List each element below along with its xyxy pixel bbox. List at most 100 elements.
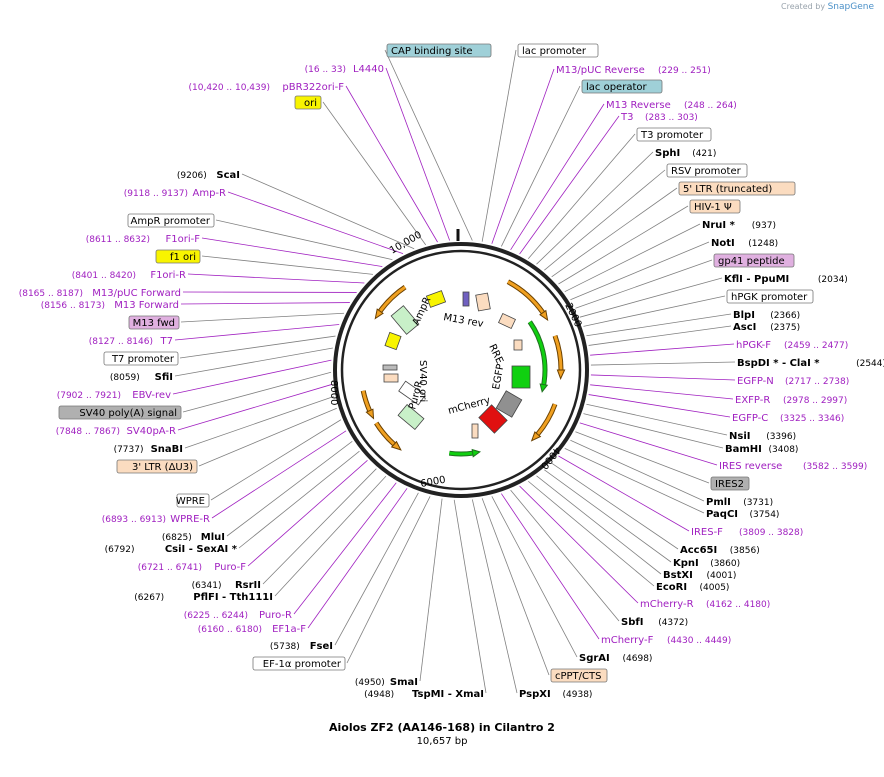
label-text: BlpI: [733, 310, 755, 321]
cppt-block: [471, 423, 479, 439]
label-coord: (229 .. 251): [658, 66, 711, 76]
left-label-6-f1ori-f: F1ori-F(8611 .. 8632): [86, 234, 201, 245]
label-coord: (6893 .. 6913): [102, 515, 166, 525]
left-label-leader-5: [215, 219, 393, 260]
left-label-leader-12: [174, 324, 340, 341]
left-label-leader-2: [322, 101, 427, 246]
snapgene-credit: Created by SnapGene: [781, 2, 874, 12]
right-label-7-sphi: SphI (421): [655, 148, 716, 159]
left-label-leader-31: [419, 498, 443, 682]
label-box: [116, 459, 198, 474]
right-label-leader-13: [575, 259, 713, 309]
label-text: KflI - PpuMI: [724, 274, 789, 285]
label-coord: (4372): [658, 618, 688, 628]
label-text: EF-1α promoter: [263, 659, 342, 670]
label-coord: (9206): [177, 171, 207, 181]
orange-arrow-5-head: [365, 408, 375, 420]
right-label-36-mcherry-f: mCherry-F(4430 .. 4449): [601, 635, 731, 646]
label-text: EGFP-N: [737, 376, 774, 387]
label-box: [176, 493, 210, 508]
label-text: hPGK-F: [736, 340, 771, 351]
right-label-16-blpi: BlpI(2366): [733, 310, 800, 321]
label-coord: (2459 .. 2477): [784, 341, 848, 351]
label-box: [713, 253, 795, 268]
label-coord: (8127 .. 8146): [89, 337, 153, 347]
label-text: MluI: [201, 532, 225, 543]
left-label-22-mlui: MluI (6825): [162, 532, 225, 543]
label-text: BspDI * - ClaI *: [737, 358, 820, 369]
label-box: [103, 351, 179, 366]
orange-arrow-4: [374, 421, 402, 451]
left-label-leader-8: [187, 273, 365, 284]
label-text: T7 promoter: [111, 354, 175, 365]
label-coord: (4698): [623, 654, 653, 664]
label-text: KpnI: [673, 558, 699, 569]
left-label-leader-21: [211, 430, 347, 519]
label-text: BamHI: [725, 444, 762, 455]
label-text: M13/pUC Reverse: [556, 65, 645, 76]
ori-arrow: [425, 290, 447, 308]
label-box: [58, 405, 182, 420]
right-label-13-gp41-peptide: gp41 peptide: [713, 253, 795, 268]
label-coord: (3396): [766, 432, 796, 442]
label-text: Puro-F: [214, 562, 246, 573]
label-text: SmaI: [390, 677, 418, 688]
rre-block: [498, 312, 516, 330]
left-label-leader-20: [210, 419, 342, 501]
right-label-22-egfp-c: EGFP-C(3325 .. 3346): [732, 413, 844, 424]
left-label-31-smai: SmaI (4950): [355, 677, 418, 688]
label-coord: (421): [692, 149, 716, 159]
feature-arrows: [360, 279, 566, 458]
label-text: SV40pA-R: [127, 426, 176, 437]
right-label-leader-23: [586, 403, 728, 436]
left-label-9-m13-puc-forward: M13/pUC Forward(8165 .. 8187): [19, 288, 181, 299]
left-label-leader-28: [307, 488, 408, 629]
egfp-arrow: [511, 365, 531, 389]
left-label-16-sv40-poly-a-signal: SV40 poly(A) signal: [58, 405, 182, 420]
right-label-34-mcherry-r: mCherry-R(4162 .. 4180): [640, 599, 770, 610]
label-coord: (4950): [355, 678, 385, 688]
label-text: 3' LTR (ΔU3): [132, 462, 193, 473]
label-text: EcoRI: [656, 582, 687, 593]
label-coord: (7848 .. 7867): [56, 427, 120, 437]
right-label-19-bspdi-clai: BspDI * - ClaI *(2544): [737, 358, 884, 369]
label-text: lac promoter: [522, 46, 587, 57]
m13rev-lines: [462, 291, 470, 307]
left-label-26-pflfi-tth111i: PflFI - Tth111I(6267): [134, 592, 273, 603]
right-label-leader-17: [588, 325, 732, 346]
label-coord: (4001): [707, 571, 737, 581]
right-label-38-cppt-cts: cPPT/CTS: [550, 668, 608, 683]
label-text: pBR322ori-F: [282, 82, 344, 93]
left-label-20-wpre: WPRE: [176, 493, 210, 508]
label-coord: (1248): [748, 239, 778, 249]
label-coord: (3582 .. 3599): [803, 462, 867, 472]
right-label-33-ecori: EcoRI(4005): [656, 582, 729, 593]
right-label-leader-24: [583, 413, 724, 449]
left-label-leader-26: [274, 475, 387, 597]
right-label-30-acc65i: Acc65I(3856): [680, 545, 760, 556]
left-label-leader-32: [453, 499, 487, 694]
label-coord: (4948): [364, 690, 394, 700]
left-label-leader-6: [201, 237, 383, 267]
right-label-leader-35: [510, 489, 620, 622]
label-text: TspMI - XmaI: [412, 689, 484, 700]
label-box: [666, 163, 748, 178]
label-coord: (8611 .. 8632): [86, 235, 150, 245]
label-text: HIV-1 Ψ: [694, 202, 732, 213]
left-label-7-f1-ori: f1 ori: [155, 249, 201, 264]
right-label-leader-21: [590, 384, 734, 400]
label-text: Amp-R: [193, 188, 227, 199]
right-label-leader-1: [481, 49, 517, 242]
label-coord: (16 .. 33): [305, 65, 346, 75]
left-label-leader-19: [198, 407, 337, 467]
label-coord: (6825): [162, 533, 192, 543]
green-arrow-bottom: [448, 448, 482, 458]
label-coord: (6225 .. 6244): [184, 611, 248, 621]
orange-arrow-3-body: [536, 403, 557, 436]
label-box: [689, 199, 741, 214]
label-text: ScaI: [216, 170, 240, 181]
label-coord: (2978 .. 2997): [783, 396, 847, 406]
right-label-8-rsv-promoter: RSV promoter: [666, 163, 748, 178]
label-text: SphI: [655, 148, 680, 159]
